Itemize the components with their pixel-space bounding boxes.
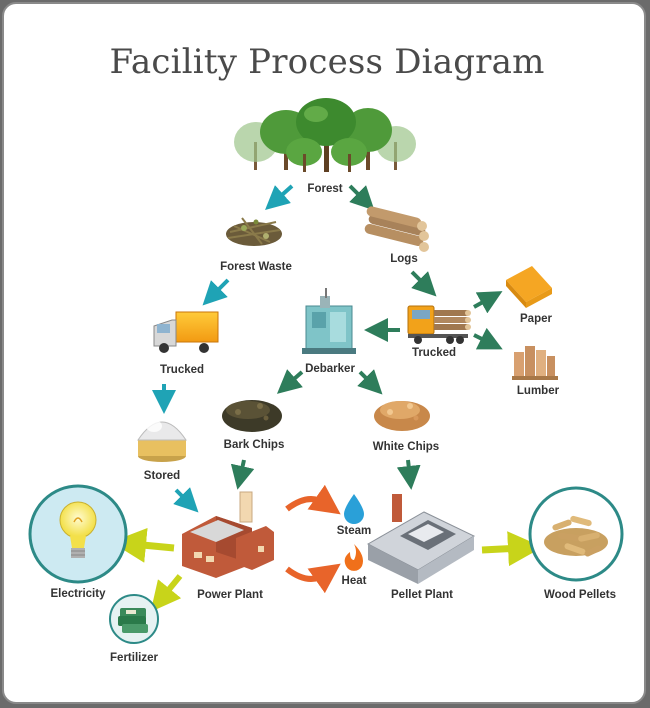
light-bulb-icon bbox=[59, 501, 97, 558]
white-chips-icon bbox=[374, 401, 430, 431]
label-forest-waste: Forest Waste bbox=[220, 261, 292, 273]
label-lumber: Lumber bbox=[517, 385, 560, 397]
node-paper: Paper bbox=[506, 266, 553, 325]
node-electricity: Electricity bbox=[28, 484, 128, 600]
arrow-logs-to-truck bbox=[410, 270, 437, 297]
debarker-icon bbox=[302, 288, 356, 354]
silo-icon bbox=[137, 420, 187, 462]
arrow-debarker-to-bark bbox=[276, 369, 304, 394]
label-debarker: Debarker bbox=[305, 363, 355, 375]
arrow-pellet-to-wood-pellets bbox=[481, 531, 543, 567]
node-white-chips: White Chips bbox=[373, 401, 439, 453]
paper-icon bbox=[506, 266, 552, 308]
diagram-title: Facility Process Diagram bbox=[109, 42, 545, 82]
label-wood-pellets: Wood Pellets bbox=[544, 589, 616, 601]
arrow-forest-to-waste bbox=[265, 184, 294, 210]
arrow-truck-to-paper bbox=[473, 291, 503, 314]
truck-icon bbox=[153, 311, 219, 353]
label-power-plant: Power Plant bbox=[197, 589, 263, 601]
label-bark-chips: Bark Chips bbox=[224, 439, 285, 451]
node-power-plant: Power Plant bbox=[182, 491, 274, 601]
arrow-power-to-steam bbox=[285, 484, 341, 515]
flow-arrows bbox=[111, 184, 543, 612]
node-pellet-plant: Pellet Plant bbox=[366, 494, 476, 601]
node-forest-waste: Forest Waste bbox=[220, 217, 292, 273]
label-steam: Steam bbox=[337, 525, 372, 537]
lumber-icon bbox=[512, 346, 558, 380]
node-heat: Heat bbox=[342, 544, 367, 587]
node-steam: Steam bbox=[337, 494, 372, 537]
node-bark-chips: Bark Chips bbox=[222, 400, 284, 451]
node-lumber: Lumber bbox=[512, 346, 560, 397]
node-trucked-logs: Trucked bbox=[407, 305, 471, 359]
node-trucked-waste: Trucked bbox=[153, 311, 219, 376]
label-fertilizer: Fertilizer bbox=[110, 652, 158, 664]
arrow-debarker-to-white bbox=[357, 369, 383, 395]
pellet-plant-icon bbox=[366, 494, 476, 584]
debris-icon bbox=[226, 217, 282, 246]
arrow-stored-to-power bbox=[173, 487, 199, 513]
arrow-bark-to-power bbox=[230, 459, 255, 490]
logging-truck-icon bbox=[407, 305, 471, 344]
label-stored: Stored bbox=[144, 470, 180, 482]
logs-icon bbox=[364, 206, 429, 252]
label-white-chips: White Chips bbox=[373, 441, 439, 453]
arrow-power-to-fertilizer bbox=[150, 574, 183, 612]
label-heat: Heat bbox=[342, 575, 367, 587]
label-paper: Paper bbox=[520, 313, 552, 325]
factory-icon bbox=[182, 491, 274, 578]
label-electricity: Electricity bbox=[51, 588, 107, 600]
wood-pellets-icon bbox=[544, 515, 608, 557]
arrow-power-to-heat bbox=[285, 563, 341, 594]
node-logs: Logs bbox=[364, 206, 429, 265]
arrow-white-to-pellet bbox=[396, 459, 421, 490]
node-debarker: Debarker bbox=[302, 288, 356, 375]
node-fertilizer: Fertilizer bbox=[109, 594, 159, 664]
label-trucked-waste: Trucked bbox=[160, 364, 204, 376]
label-logs: Logs bbox=[390, 253, 417, 265]
label-pellet-plant: Pellet Plant bbox=[391, 589, 453, 601]
flame-icon bbox=[344, 544, 363, 571]
node-forest: Forest bbox=[234, 98, 416, 195]
arrow-waste-to-truck bbox=[202, 278, 230, 306]
node-wood-pellets: Wood Pellets bbox=[528, 486, 624, 601]
arrow-forest-to-logs bbox=[348, 184, 375, 211]
fertilizer-bag-icon bbox=[118, 608, 148, 633]
node-stored: Stored bbox=[137, 420, 187, 482]
process-diagram: Forest Forest Waste Logs bbox=[28, 98, 624, 664]
label-trucked-logs: Trucked bbox=[412, 347, 456, 359]
arrow-power-to-electricity bbox=[111, 527, 175, 563]
tree-icon bbox=[234, 98, 416, 172]
label-forest: Forest bbox=[307, 183, 342, 195]
bark-chips-icon bbox=[222, 400, 282, 432]
water-drop-icon bbox=[344, 494, 364, 524]
arrow-truck-to-lumber bbox=[473, 327, 503, 350]
